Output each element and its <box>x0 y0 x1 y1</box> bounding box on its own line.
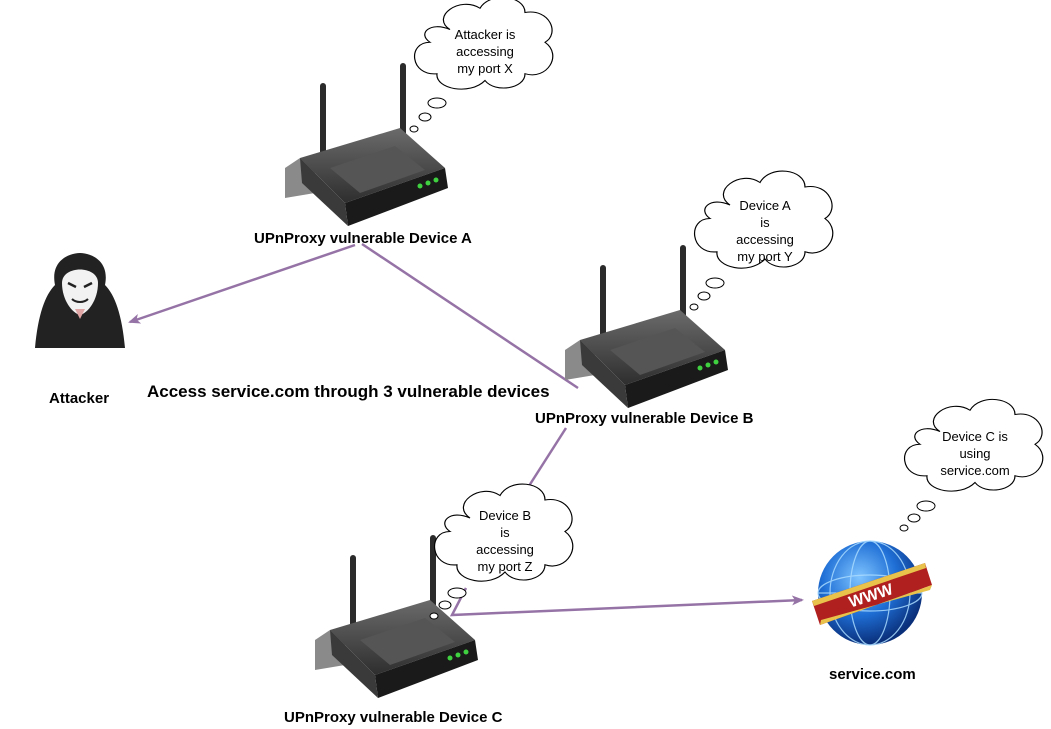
thought-cloud-d <box>899 398 1044 532</box>
www-globe-icon: WWW <box>812 540 932 646</box>
device-c-label: UPnProxy vulnerable Device C <box>284 709 503 726</box>
connector-device-a-to-attacker <box>128 243 356 324</box>
router-device-b-icon <box>565 245 728 408</box>
service-label: service.com <box>829 666 916 683</box>
device-b-label: UPnProxy vulnerable Device B <box>535 410 754 427</box>
attacker-icon <box>35 253 125 348</box>
thought-cloud-c <box>429 483 574 620</box>
thought-cloud-a <box>409 0 554 133</box>
thought-cloud-b <box>689 170 834 311</box>
diagram-title: Access service.com through 3 vulnerable … <box>147 382 550 401</box>
connector-device-c-to-service <box>449 587 804 617</box>
attacker-label: Attacker <box>49 390 110 407</box>
device-a-label: UPnProxy vulnerable Device A <box>254 230 472 247</box>
router-device-a-icon <box>285 63 448 226</box>
connector-device-a-to-device-b <box>361 242 579 390</box>
